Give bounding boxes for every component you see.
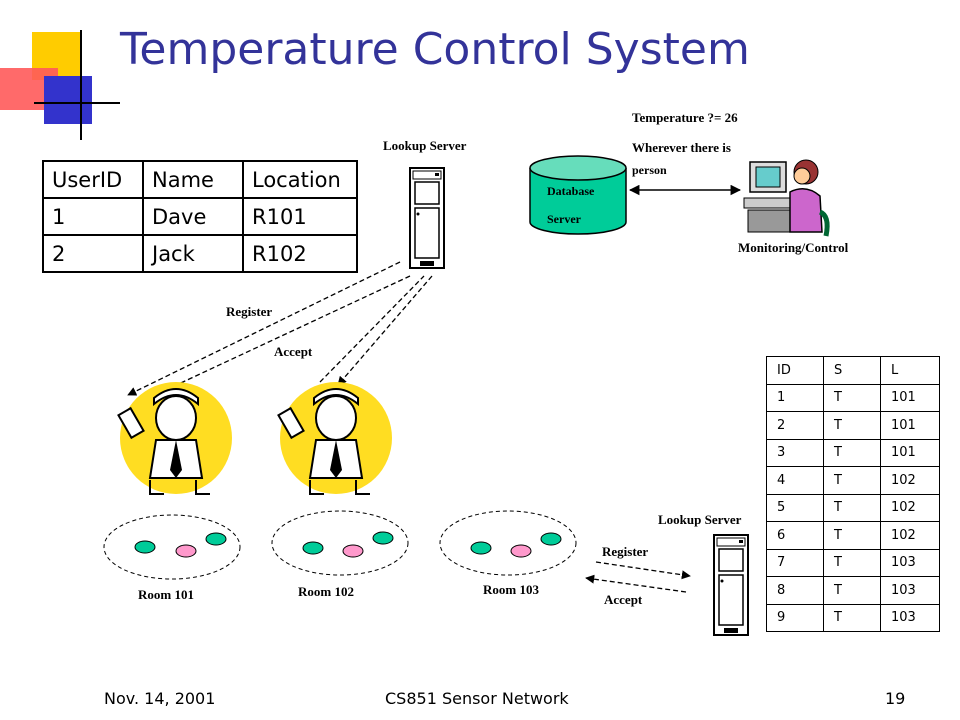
query-line-1: Temperature ?= 26 xyxy=(632,110,738,125)
table-row: 2 Jack R102 xyxy=(42,234,358,273)
sensor-green xyxy=(540,532,562,546)
table-cell: 2 xyxy=(42,234,144,273)
accept-arrow-top-2 xyxy=(319,275,425,383)
database-server-icon xyxy=(529,155,627,235)
room-102-label: Room 102 xyxy=(298,584,354,599)
table-cell: 103 xyxy=(880,576,940,605)
table-cell: R101 xyxy=(242,197,358,236)
room-101-label: Room 101 xyxy=(138,587,194,602)
table-cell: 102 xyxy=(880,521,940,550)
user-table: UserID Name Location 1 Dave R101 2 Jack … xyxy=(42,160,358,273)
table-cell: 101 xyxy=(880,383,940,412)
table-cell: 103 xyxy=(880,548,940,577)
table-cell: 101 xyxy=(880,438,940,467)
table-cell: 102 xyxy=(880,466,940,495)
sensor-green xyxy=(302,541,324,555)
accept-arrow-top xyxy=(337,275,433,386)
table-cell: T xyxy=(823,548,881,577)
person-1-icon xyxy=(117,382,232,495)
table-cell: Dave xyxy=(142,197,244,236)
query-line-2: Wherever there is xyxy=(632,140,731,155)
register-arrow-top-2 xyxy=(139,275,411,403)
sensor-pink xyxy=(510,544,532,558)
lookup-server-top-label: Lookup Server xyxy=(383,138,467,153)
register-arrow-top xyxy=(127,261,401,396)
header-cell: Location xyxy=(242,160,358,199)
table-cell: 101 xyxy=(880,411,940,440)
table-cell: 2 xyxy=(766,411,824,440)
register-label-bottom: Register xyxy=(602,544,649,559)
lookup-server-bottom-label: Lookup Server xyxy=(658,512,742,527)
database-label-1: Database xyxy=(547,184,595,198)
table-cell: R102 xyxy=(242,234,358,273)
deco-horizontal-line xyxy=(34,102,120,104)
lookup-server-bottom-icon xyxy=(713,534,749,636)
table-cell: T xyxy=(823,576,881,605)
slide-number: 19 xyxy=(885,689,906,708)
table-cell: 102 xyxy=(880,493,940,522)
table-row: 1 Dave R101 xyxy=(42,197,358,236)
accept-arrow-bottom xyxy=(585,574,687,593)
slide-title: Temperature Control System xyxy=(120,24,750,75)
footer-course: CS851 Sensor Network xyxy=(385,689,569,708)
room-102-region xyxy=(271,510,409,576)
query-line-3: person xyxy=(632,163,667,177)
database-label-2: Server xyxy=(547,212,581,226)
header-cell: Name xyxy=(142,160,244,199)
table-cell: Jack xyxy=(142,234,244,273)
table-cell: T xyxy=(823,438,881,467)
register-label-top: Register xyxy=(226,304,273,319)
monitoring-label: Monitoring/Control xyxy=(738,240,849,255)
sensor-green xyxy=(372,531,394,545)
accept-label-top: Accept xyxy=(274,344,313,359)
header-cell: UserID xyxy=(42,160,144,199)
table-header-row: UserID Name Location xyxy=(42,160,358,199)
sensor-pink xyxy=(342,544,364,558)
accept-label-bottom: Accept xyxy=(604,592,643,607)
sensor-green xyxy=(205,532,227,546)
room-101-region xyxy=(103,514,241,580)
room-103-label: Room 103 xyxy=(483,582,539,597)
table-cell: 9 xyxy=(766,603,824,632)
lookup-server-top-icon xyxy=(409,167,445,269)
monitoring-person-icon xyxy=(743,159,830,237)
table-cell: 103 xyxy=(880,603,940,632)
table-cell: T xyxy=(823,603,881,632)
sensor-green xyxy=(134,540,156,554)
table-cell: T xyxy=(823,383,881,412)
sensor-pink xyxy=(175,544,197,558)
register-arrow-bottom xyxy=(595,561,691,580)
room-103-region xyxy=(439,510,577,576)
deco-vertical-line xyxy=(80,30,82,140)
table-cell: 1 xyxy=(42,197,144,236)
corner-decoration xyxy=(0,0,120,140)
footer-date: Nov. 14, 2001 xyxy=(104,689,216,708)
deco-blue-square xyxy=(44,76,92,124)
person-2-icon xyxy=(277,382,392,495)
sensor-green xyxy=(470,541,492,555)
